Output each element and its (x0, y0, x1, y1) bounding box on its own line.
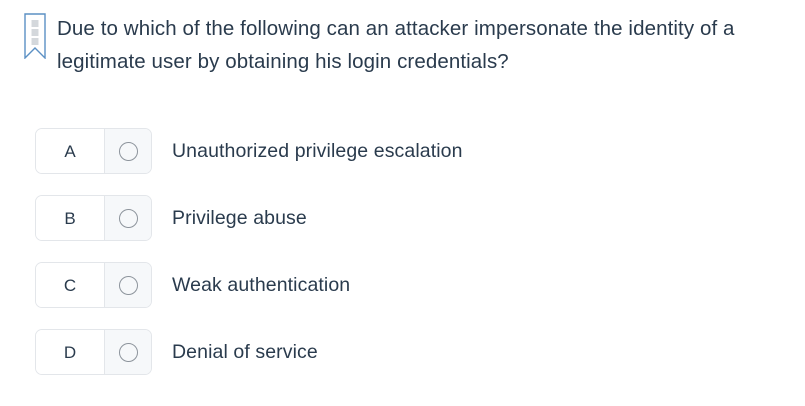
radio-unchecked-icon-a[interactable] (118, 141, 138, 161)
option-row-d: D Denial of service (0, 329, 805, 396)
option-radio-cell-d[interactable] (105, 330, 151, 374)
option-toggle-b[interactable]: B (35, 195, 152, 241)
radio-unchecked-icon-b[interactable] (118, 208, 138, 228)
option-label-a[interactable]: Unauthorized privilege escalation (172, 140, 463, 162)
option-letter-c: C (63, 275, 77, 295)
bookmark-icon (24, 13, 46, 59)
option-row-a: A Unauthorized privilege escalation (0, 128, 805, 195)
option-radio-cell-c[interactable] (105, 263, 151, 307)
option-toggle-d[interactable]: D (35, 329, 152, 375)
option-toggle-a[interactable]: A (35, 128, 152, 174)
option-letter-cell-b[interactable]: B (36, 196, 105, 240)
options-list: A Unauthorized privilege escalation B Pr… (0, 128, 805, 396)
option-letter-cell-d[interactable]: D (36, 330, 105, 374)
option-label-b[interactable]: Privilege abuse (172, 207, 307, 229)
option-radio-cell-b[interactable] (105, 196, 151, 240)
option-radio-cell-a[interactable] (105, 129, 151, 173)
option-letter-cell-a[interactable]: A (36, 129, 105, 173)
radio-unchecked-icon-c[interactable] (118, 275, 138, 295)
option-label-c[interactable]: Weak authentication (172, 274, 351, 296)
option-row-c: C Weak authentication (0, 262, 805, 329)
option-letter-cell-c[interactable]: C (36, 263, 105, 307)
option-letter-a: A (64, 141, 76, 161)
option-toggle-c[interactable]: C (35, 262, 152, 308)
option-letter-d: D (63, 342, 77, 362)
option-row-b: B Privilege abuse (0, 195, 805, 262)
option-label-d[interactable]: Denial of service (172, 341, 318, 363)
radio-unchecked-icon-d[interactable] (118, 342, 138, 362)
question-text: Due to which of the following can an att… (57, 17, 735, 73)
option-letter-b: B (64, 208, 76, 228)
